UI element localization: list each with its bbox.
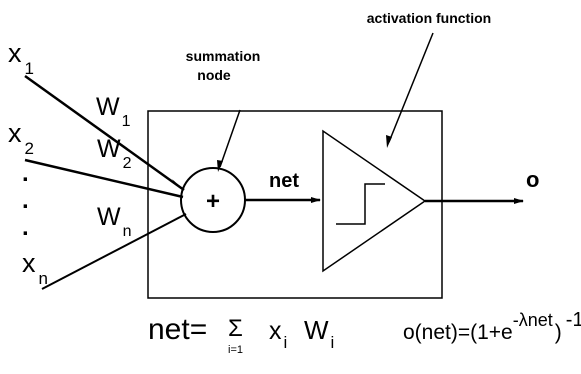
output-formula-text: o(net)=(1+e-λnet)-1: [403, 309, 581, 344]
summation-pointer-tip: [217, 160, 223, 172]
output-formula: o(net)=(1+e-λnet)-1: [403, 309, 581, 344]
input-arrow-1: [172, 179, 184, 190]
input-xn-label: xn: [22, 248, 48, 288]
activation-pointer-tip: [386, 135, 392, 148]
summation-label-line2: node: [197, 67, 231, 83]
input-line-n: [41, 213, 187, 290]
neuron-box: [147, 110, 443, 299]
activation-triangle: [322, 129, 427, 273]
ellipsis-dot-3: .: [22, 214, 29, 241]
output-label: o: [526, 167, 539, 192]
input-x1-label: x1: [8, 38, 34, 78]
input-x2-label: x2: [8, 118, 34, 158]
net-formula-lower-limit: i=1: [228, 344, 243, 356]
activation-pointer: [388, 32, 434, 143]
activation-label: activation function: [367, 10, 491, 26]
ellipsis-dot-1: .: [22, 160, 29, 187]
input-line-1: [24, 74, 185, 192]
summation-pointer: [219, 109, 241, 168]
net-formula-sigma: Σ: [228, 315, 243, 342]
summation-plus-symbol: +: [206, 188, 220, 215]
net-formula-lhs: net=: [148, 313, 207, 346]
weight-w2-label: W2: [97, 135, 132, 172]
summation-label-line1: summation: [186, 48, 261, 64]
ellipsis-dot-2: .: [22, 187, 29, 214]
step-function-icon: [336, 183, 385, 225]
input-line-2: [24, 158, 184, 199]
net-label: net: [269, 170, 299, 192]
weight-wn-label: Wn: [97, 203, 132, 240]
input-arrow-n: [173, 214, 186, 219]
weight-w1-label: W1: [96, 93, 131, 130]
